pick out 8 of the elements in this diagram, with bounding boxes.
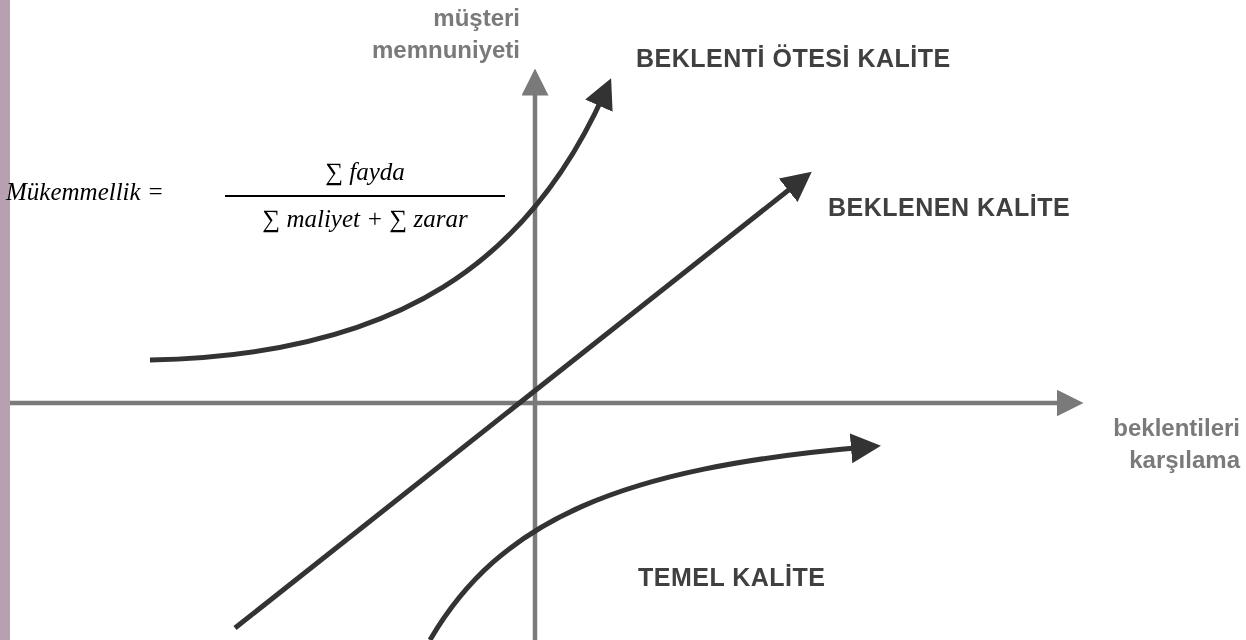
curve-label: TEMEL KALİTE xyxy=(638,563,826,592)
curve-label: BEKLENTİ ÖTESİ KALİTE xyxy=(636,44,951,73)
curve-label: BEKLENEN KALİTE xyxy=(828,193,1071,222)
formula-text: Mükemmellik = xyxy=(6,178,164,206)
formula-numerator: ∑ fayda xyxy=(324,158,406,186)
axis-label: müşteri memnuniyeti xyxy=(370,3,520,66)
axis-label: beklentileri karşılama xyxy=(1112,413,1240,476)
formula-denominator: ∑ maliyet + ∑ zarar xyxy=(261,205,469,233)
